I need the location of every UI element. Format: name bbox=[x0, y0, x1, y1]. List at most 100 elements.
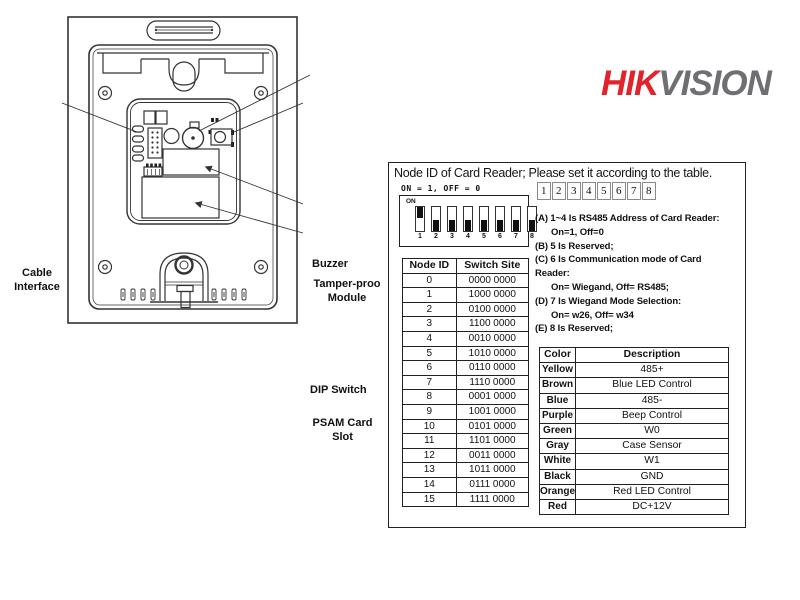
device-diagram bbox=[61, 16, 311, 324]
table-cell: W1 bbox=[575, 453, 729, 470]
note-line: (B) 5 Is Reserved; bbox=[535, 240, 614, 252]
table-cell: 1001 0000 bbox=[455, 403, 530, 420]
dip-knob bbox=[529, 220, 535, 231]
buzzer-part bbox=[181, 121, 205, 150]
dip-number: 3 bbox=[450, 233, 454, 240]
dip-switch-1 bbox=[415, 206, 425, 232]
table-cell: 0010 0000 bbox=[455, 330, 530, 347]
table-cell: 4 bbox=[402, 330, 457, 347]
dip-switch-7 bbox=[511, 206, 521, 232]
table-cell: Case Sensor bbox=[575, 438, 729, 455]
logo-part-hik: HIK bbox=[601, 64, 659, 103]
dip-switch-4 bbox=[463, 206, 473, 232]
table-header-row: Color Description bbox=[538, 346, 729, 364]
dip-switch-5 bbox=[479, 206, 489, 232]
table-cell: 0001 0000 bbox=[455, 389, 530, 405]
table-cell: 8 bbox=[402, 389, 457, 405]
table-cell: 0011 0000 bbox=[455, 447, 530, 464]
label-buzzer: Buzzer bbox=[312, 258, 349, 270]
table-cell: 11 bbox=[402, 433, 457, 449]
table-cell: 0111 0000 bbox=[455, 476, 530, 493]
note-line: (D) 7 Is Wiegand Mode Selection: bbox=[535, 295, 682, 307]
note-line: On= Wiegand, Off= RS485; bbox=[551, 281, 669, 293]
pin-box: 7 bbox=[627, 182, 641, 200]
dip-knob bbox=[513, 220, 519, 231]
dip-number: 1 bbox=[418, 233, 422, 240]
pin-box: 1 bbox=[537, 182, 551, 200]
pin-box: 8 bbox=[642, 182, 656, 200]
bottom-arch bbox=[150, 252, 218, 309]
top-mount-slot bbox=[146, 20, 221, 41]
table-cell: 0000 0000 bbox=[455, 272, 530, 289]
logo-part-vision: VISION bbox=[658, 64, 772, 103]
table-cell: Green bbox=[538, 423, 577, 440]
table-cell: Orange bbox=[538, 483, 577, 501]
dip-switch-2 bbox=[431, 206, 441, 232]
table-cell: 3 bbox=[402, 316, 457, 332]
label-cable-interface: Cable Interface bbox=[14, 267, 60, 293]
note-line: (C) 6 Is Communication mode of Card bbox=[535, 254, 702, 266]
table-cell: 1110 0000 bbox=[455, 374, 530, 391]
label-psam-card-slot: PSAM Card Slot bbox=[312, 417, 373, 443]
psam-slot-part bbox=[141, 176, 220, 219]
table-cell: 15 bbox=[402, 491, 457, 508]
table-cell: Red LED Control bbox=[575, 483, 729, 501]
note-line: Reader: bbox=[535, 268, 570, 280]
table-cell: 6 bbox=[402, 360, 457, 376]
label-dip-switch: DIP Switch bbox=[310, 384, 367, 396]
pin-box: 6 bbox=[612, 182, 626, 200]
dip-switches bbox=[415, 206, 537, 232]
top-oval-cutout bbox=[172, 61, 196, 92]
table-cell: W0 bbox=[575, 423, 729, 440]
dip-switch-part bbox=[162, 148, 220, 176]
table-cell: 12 bbox=[402, 447, 457, 464]
table-cell: 2 bbox=[402, 301, 457, 318]
table-cell: Brown bbox=[538, 377, 577, 394]
dip-on-label: ON bbox=[406, 198, 416, 205]
dip-number: 4 bbox=[466, 233, 470, 240]
table-cell: 485- bbox=[575, 392, 729, 409]
table-cell: 1100 0000 bbox=[455, 316, 530, 332]
table-cell: 1010 0000 bbox=[455, 345, 530, 362]
table-cell: 0100 0000 bbox=[455, 301, 530, 318]
table-cell: 1111 0000 bbox=[455, 491, 530, 508]
table-cell: 0110 0000 bbox=[455, 360, 530, 376]
note-line: On=1, Off=0 bbox=[551, 226, 604, 238]
table-cell: 485+ bbox=[575, 362, 729, 379]
dip-switch-6 bbox=[495, 206, 505, 232]
column-header: Color bbox=[538, 346, 577, 364]
pcb-area bbox=[126, 98, 241, 225]
dip-knob bbox=[449, 220, 455, 231]
vent-slots bbox=[120, 288, 247, 301]
table-cell: 10 bbox=[402, 418, 457, 435]
hikvision-logo: HIKVISION bbox=[601, 64, 772, 104]
table-cell: 1101 0000 bbox=[455, 433, 530, 449]
pin-box: 4 bbox=[582, 182, 596, 200]
back-plate bbox=[88, 44, 278, 310]
note-line: (A) 1~4 Is RS485 Address of Card Reader: bbox=[535, 213, 720, 224]
tamper-part bbox=[210, 128, 233, 146]
column-header: Switch Site bbox=[455, 258, 530, 274]
